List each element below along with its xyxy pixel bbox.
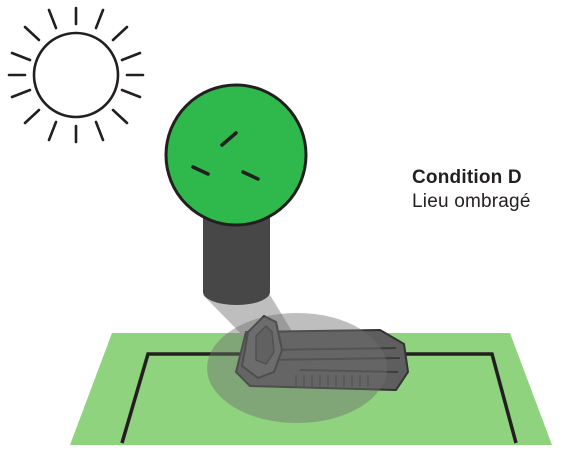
robotic-mower-icon: [235, 315, 409, 391]
condition-title: Condition D: [412, 167, 522, 188]
condition-subtitle: Lieu ombragé: [412, 190, 531, 212]
tree-icon: [164, 83, 308, 227]
shade-pool: [207, 313, 387, 423]
sun-icon: [7, 6, 145, 144]
condition-caption: Condition D Lieu ombragé: [412, 166, 531, 214]
